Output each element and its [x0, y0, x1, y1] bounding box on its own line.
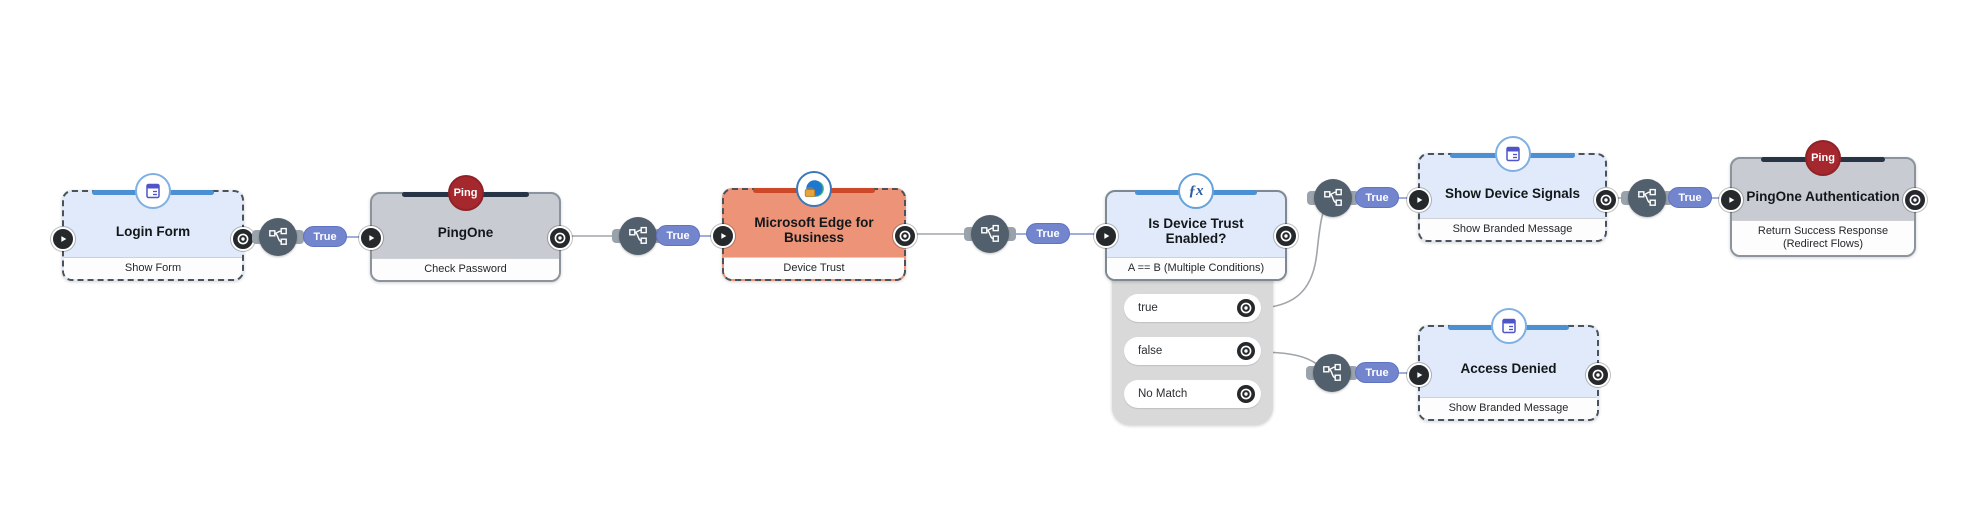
- ping-icon-label: Ping: [453, 187, 478, 199]
- node-show-device-signals[interactable]: Show Device Signals Show Branded Message: [1407, 136, 1618, 242]
- node-pingone-authentication[interactable]: Ping PingOne Authentication Return Succe…: [1719, 140, 1927, 257]
- form-icon: [1494, 136, 1531, 172]
- node-title: Is Device Trust Enabled?: [1148, 215, 1244, 247]
- output-row-no-match[interactable]: No Match: [1124, 380, 1261, 408]
- branch-connector-icon[interactable]: [964, 215, 1016, 253]
- condition-outputs-panel: true false No Match: [1112, 258, 1273, 425]
- output-label: true: [1138, 302, 1158, 314]
- function-icon-label: ƒx: [1188, 182, 1204, 199]
- output-label: false: [1138, 345, 1163, 357]
- connection-label-true[interactable]: True: [1355, 362, 1399, 383]
- output-row-false[interactable]: false: [1124, 337, 1261, 365]
- output-port-icon[interactable]: [1237, 385, 1255, 403]
- node-title: Microsoft Edge for Business: [754, 214, 874, 246]
- node-pingone[interactable]: Ping PingOne Check Password: [359, 175, 572, 282]
- output-label: No Match: [1138, 388, 1188, 400]
- node-subtitle: Device Trust: [724, 256, 904, 279]
- connection-label-true[interactable]: True: [656, 225, 700, 246]
- form-icon: [1490, 308, 1527, 344]
- node-edge-business[interactable]: Microsoft Edge for Business Device Trust: [711, 171, 917, 281]
- input-port-icon[interactable]: [1719, 188, 1743, 212]
- connection-label-true[interactable]: True: [303, 226, 347, 247]
- branch-connector-icon[interactable]: [1621, 179, 1673, 217]
- node-subtitle: Show Branded Message: [1420, 217, 1605, 240]
- node-login-form[interactable]: Login Form Show Form: [51, 173, 255, 281]
- ping-icon-label: Ping: [1811, 152, 1835, 164]
- output-port-icon[interactable]: [548, 226, 572, 250]
- output-port-icon[interactable]: [893, 224, 917, 248]
- node-subtitle: Show Form: [64, 256, 242, 279]
- node-title: PingOne: [437, 225, 494, 241]
- ping-icon: Ping: [447, 175, 484, 211]
- node-subtitle: Check Password: [372, 257, 559, 280]
- node-subtitle: A == B (Multiple Conditions): [1107, 256, 1285, 279]
- connection-label-true[interactable]: True: [1668, 187, 1712, 208]
- output-port-icon[interactable]: [1903, 188, 1927, 212]
- node-subtitle: Show Branded Message: [1420, 396, 1597, 419]
- branch-connector-icon[interactable]: [612, 217, 664, 255]
- node-device-trust-condition[interactable]: ƒx Is Device Trust Enabled? A == B (Mult…: [1094, 173, 1298, 281]
- node-subtitle: Return Success Response (Redirect Flows): [1732, 219, 1914, 255]
- output-row-true[interactable]: true: [1124, 294, 1261, 322]
- connection-label-true[interactable]: True: [1355, 187, 1399, 208]
- branch-connector-icon[interactable]: [1307, 179, 1359, 217]
- output-port-icon[interactable]: [1586, 363, 1610, 387]
- connection-label-true[interactable]: True: [1026, 223, 1070, 244]
- branch-connector-icon[interactable]: [1306, 354, 1358, 392]
- node-access-denied[interactable]: Access Denied Show Branded Message: [1407, 308, 1610, 421]
- node-title: Show Device Signals: [1444, 185, 1581, 201]
- output-port-icon[interactable]: [1237, 342, 1255, 360]
- form-icon: [135, 173, 171, 209]
- branch-connector-icon[interactable]: [252, 218, 304, 256]
- node-title: Access Denied: [1460, 361, 1557, 377]
- input-port-icon[interactable]: [1407, 188, 1431, 212]
- function-icon: ƒx: [1178, 173, 1214, 209]
- input-port-icon[interactable]: [51, 227, 75, 251]
- output-port-icon[interactable]: [1237, 299, 1255, 317]
- node-title: PingOne Authentication: [1746, 188, 1900, 204]
- input-port-icon[interactable]: [1094, 224, 1118, 248]
- input-port-icon[interactable]: [359, 226, 383, 250]
- input-port-icon[interactable]: [1407, 363, 1431, 387]
- node-title: Login Form: [115, 223, 191, 239]
- output-port-icon[interactable]: [1274, 224, 1298, 248]
- edge-icon: [796, 171, 832, 207]
- ping-icon: Ping: [1805, 140, 1841, 176]
- input-port-icon[interactable]: [711, 224, 735, 248]
- output-port-icon[interactable]: [1594, 188, 1618, 212]
